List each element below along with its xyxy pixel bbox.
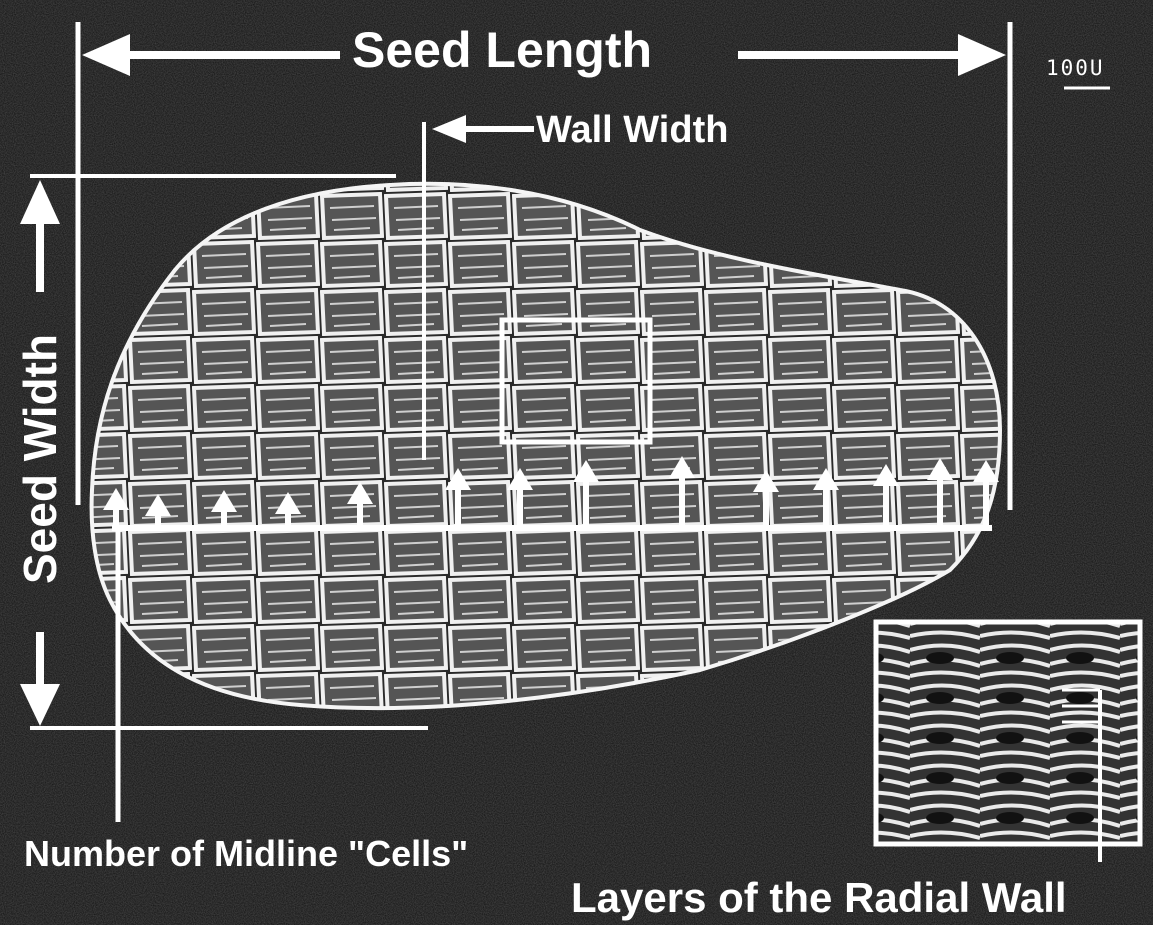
arrow-icon bbox=[445, 468, 471, 490]
wall-width-label: Wall Width bbox=[536, 111, 728, 149]
midline-cells-label: Number of Midline "Cells" bbox=[24, 836, 468, 872]
midline-cell-arrows bbox=[103, 456, 999, 528]
arrow-icon bbox=[927, 458, 953, 480]
seed-length-label: Seed Length bbox=[352, 25, 652, 75]
arrow-icon bbox=[973, 460, 999, 482]
arrow-icon bbox=[432, 115, 466, 143]
arrow-icon bbox=[275, 492, 301, 514]
arrow-icon bbox=[507, 468, 533, 490]
arrow-icon bbox=[813, 468, 839, 490]
arrow-icon bbox=[669, 456, 695, 478]
arrow-icon bbox=[145, 494, 171, 516]
arrow-icon bbox=[958, 34, 1006, 76]
arrow-icon bbox=[753, 470, 779, 492]
arrow-icon bbox=[20, 684, 60, 726]
radial-wall-label: Layers of the Radial Wall bbox=[571, 877, 1067, 919]
arrow-icon bbox=[873, 464, 899, 486]
arrow-icon bbox=[347, 482, 373, 504]
arrow-icon bbox=[103, 488, 129, 510]
scale-label: 100U bbox=[1046, 58, 1105, 79]
arrow-icon bbox=[20, 180, 60, 224]
arrow-icon bbox=[573, 460, 599, 482]
arrow-icon bbox=[211, 490, 237, 512]
seed-width-label: Seed Width bbox=[17, 334, 63, 584]
arrow-icon bbox=[82, 34, 130, 76]
